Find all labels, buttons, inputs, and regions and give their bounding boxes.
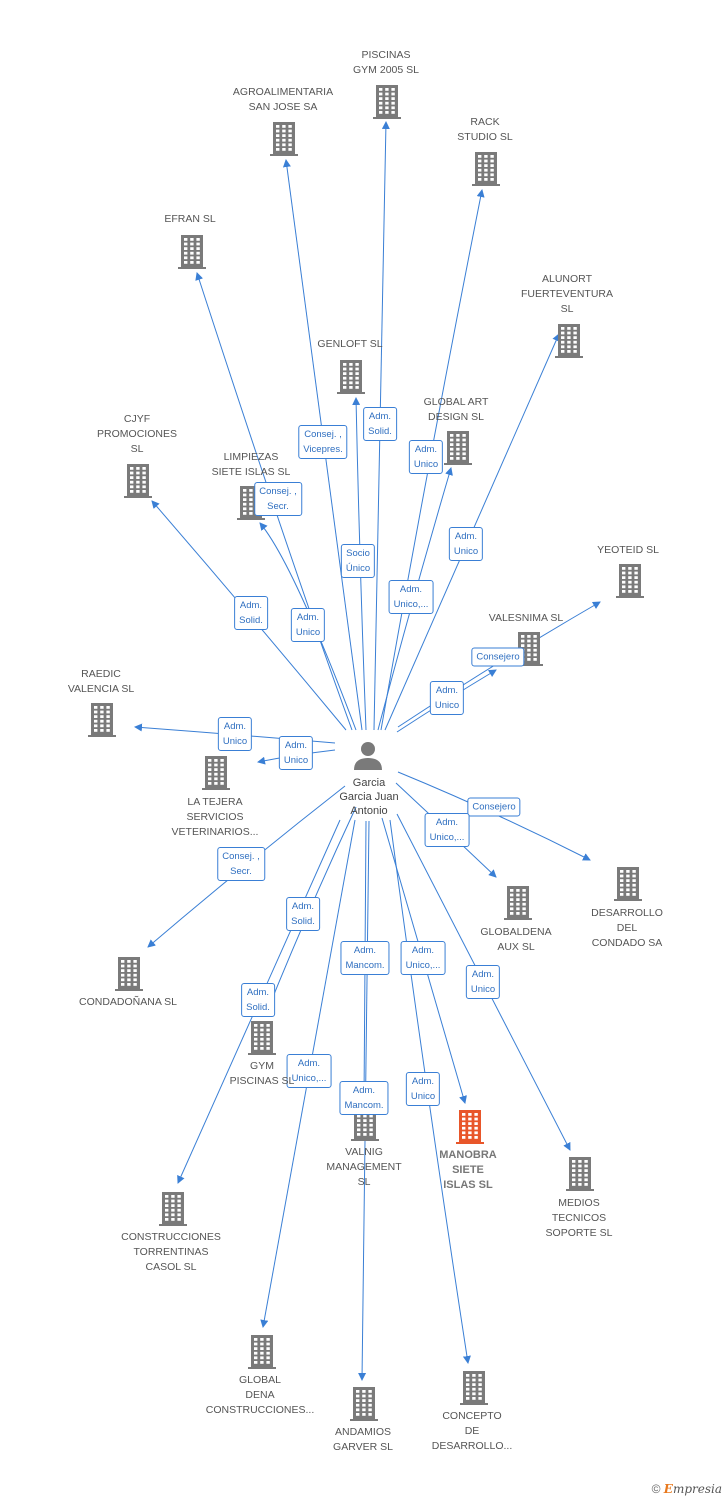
company-name-valesnima[interactable]: VALESNIMA SL bbox=[488, 612, 564, 624]
edge-limpiezas bbox=[259, 522, 357, 731]
company-name-medios-tecnicos[interactable]: MEDIOS TECNICOS SOPORTE SL bbox=[545, 1197, 613, 1239]
company-name-raedic[interactable]: RAEDIC VALENCIA SL bbox=[67, 668, 135, 695]
building-icon-efran[interactable] bbox=[178, 235, 206, 269]
empresia-logo[interactable]: Empresia bbox=[663, 1482, 722, 1496]
building-icon-construcciones-torrentinas[interactable] bbox=[159, 1192, 187, 1226]
edge-label-medios-tecnicos[interactable]: Adm. Unico bbox=[465, 965, 501, 999]
edge-label-concepto[interactable]: Adm. Unico bbox=[405, 1072, 441, 1106]
edge-label-efran[interactable]: Adm. Unico bbox=[290, 608, 326, 642]
building-icon-valnig[interactable] bbox=[351, 1107, 379, 1141]
edge-efran bbox=[195, 272, 353, 731]
center-person-name[interactable]: Garcia Garcia Juan Antonio bbox=[339, 777, 399, 817]
company-name-manobra[interactable]: MANOBRA SIETE ISLAS SL bbox=[439, 1149, 497, 1191]
edge-label-limpiezas[interactable]: Consej. , Secr. bbox=[254, 482, 302, 516]
building-icon-genloft[interactable] bbox=[337, 360, 365, 394]
company-name-construcciones-torrentinas[interactable]: CONSTRUCCIONES TORRENTINAS CASOL SL bbox=[121, 1231, 221, 1273]
building-icon-piscinas-gym[interactable] bbox=[373, 85, 401, 119]
building-icon-global-art[interactable] bbox=[444, 431, 472, 465]
edge-label-globaldena-aux[interactable]: Adm. Unico,... bbox=[424, 813, 470, 847]
edge-label-cjyf[interactable]: Adm. Solid. bbox=[234, 596, 268, 630]
company-name-yeoteid[interactable]: YEOTEID SL bbox=[597, 544, 659, 556]
company-name-valnig[interactable]: VALNIG MANAGEMENT SL bbox=[326, 1146, 402, 1188]
building-icon-globaldena-aux[interactable] bbox=[504, 886, 532, 920]
building-icon-medios-tecnicos[interactable] bbox=[566, 1157, 594, 1191]
company-name-condadonana[interactable]: CONDADOÑANA SL bbox=[78, 996, 178, 1008]
company-name-la-tejera[interactable]: LA TEJERA SERVICIOS VETERINARIOS... bbox=[171, 796, 259, 838]
building-icon-concepto[interactable] bbox=[460, 1371, 488, 1405]
edge-label-global-art[interactable]: Adm. Unico,... bbox=[388, 580, 434, 614]
building-icon-andamios-garver[interactable] bbox=[350, 1387, 378, 1421]
edge-label-construcciones-torrentinas[interactable]: Adm. Solid. bbox=[241, 983, 275, 1017]
company-name-genloft[interactable]: GENLOFT SL bbox=[317, 338, 383, 350]
edge-label-genloft[interactable]: Socio Único bbox=[340, 544, 376, 578]
company-name-globaldena-aux[interactable]: GLOBALDENA AUX SL bbox=[480, 926, 552, 953]
building-icon-desarrollo-condado[interactable] bbox=[614, 867, 642, 901]
building-icon-la-tejera[interactable] bbox=[202, 756, 230, 790]
edge-label-andamios-garver[interactable]: Adm. Mancom. bbox=[339, 1081, 389, 1115]
edge-label-valesnima[interactable]: Adm. Unico bbox=[429, 681, 465, 715]
company-name-alunort[interactable]: ALUNORT FUERTEVENTURA SL bbox=[521, 273, 613, 315]
edge-label-la-tejera[interactable]: Adm. Unico bbox=[278, 736, 314, 770]
building-icon-rack-studio[interactable] bbox=[472, 152, 500, 186]
company-name-desarrollo-condado[interactable]: DESARROLLO DEL CONDADO SA bbox=[591, 907, 663, 949]
company-name-concepto[interactable]: CONCEPTO DE DESARROLLO... bbox=[431, 1410, 513, 1452]
building-icon-cjyf[interactable] bbox=[124, 464, 152, 498]
edge-label-rack-studio[interactable]: Adm. Unico bbox=[408, 440, 444, 474]
building-icon-agroalimentaria[interactable] bbox=[270, 122, 298, 156]
building-icon-yeoteid[interactable] bbox=[616, 564, 644, 598]
company-name-agroalimentaria[interactable]: AGROALIMENTARIA SAN JOSE SA bbox=[232, 86, 334, 113]
edge-label-agroalimentaria[interactable]: Consej. , Vicepres. bbox=[298, 425, 348, 459]
edge-label-desarrollo-condado[interactable]: Consejero bbox=[467, 797, 521, 817]
edge-label-valnig[interactable]: Adm. Mancom. bbox=[340, 941, 390, 975]
edge-label-alunort[interactable]: Adm. Unico bbox=[448, 527, 484, 561]
building-icon-manobra[interactable] bbox=[456, 1110, 484, 1144]
company-name-rack-studio[interactable]: RACK STUDIO SL bbox=[457, 116, 513, 143]
company-name-gym-piscinas[interactable]: GYM PISCINAS SL bbox=[229, 1060, 295, 1087]
edge-label-condadonana[interactable]: Consej. , Secr. bbox=[217, 847, 265, 881]
building-icon-condadonana[interactable] bbox=[115, 957, 143, 991]
edge-label-yeoteid[interactable]: Consejero bbox=[471, 647, 525, 667]
company-name-cjyf[interactable]: CJYF PROMOCIONES SL bbox=[97, 413, 177, 455]
person-icon bbox=[354, 742, 382, 770]
company-name-andamios-garver[interactable]: ANDAMIOS GARVER SL bbox=[333, 1426, 393, 1453]
building-icon-global-dena[interactable] bbox=[248, 1335, 276, 1369]
footer: © Empresia bbox=[652, 1482, 722, 1496]
copyright-symbol: © bbox=[651, 1482, 661, 1496]
edge-label-piscinas-gym[interactable]: Adm. Solid. bbox=[363, 407, 397, 441]
company-name-global-art[interactable]: GLOBAL ART DESIGN SL bbox=[423, 396, 489, 423]
company-name-efran[interactable]: EFRAN SL bbox=[164, 213, 216, 225]
edge-label-gym-piscinas[interactable]: Adm. Solid. bbox=[286, 897, 320, 931]
building-icon-raedic[interactable] bbox=[88, 703, 116, 737]
edge-label-raedic[interactable]: Adm. Unico bbox=[217, 717, 253, 751]
building-icon-alunort[interactable] bbox=[555, 324, 583, 358]
company-name-piscinas-gym[interactable]: PISCINAS GYM 2005 SL bbox=[353, 49, 419, 76]
edge-label-global-dena[interactable]: Adm. Unico,... bbox=[286, 1054, 332, 1088]
company-name-global-dena[interactable]: GLOBAL DENA CONSTRUCCIONES... bbox=[205, 1374, 315, 1416]
building-icon-gym-piscinas[interactable] bbox=[248, 1021, 276, 1055]
edge-label-manobra[interactable]: Adm. Unico,... bbox=[400, 941, 446, 975]
company-name-limpiezas[interactable]: LIMPIEZAS SIETE ISLAS SL bbox=[211, 451, 291, 478]
